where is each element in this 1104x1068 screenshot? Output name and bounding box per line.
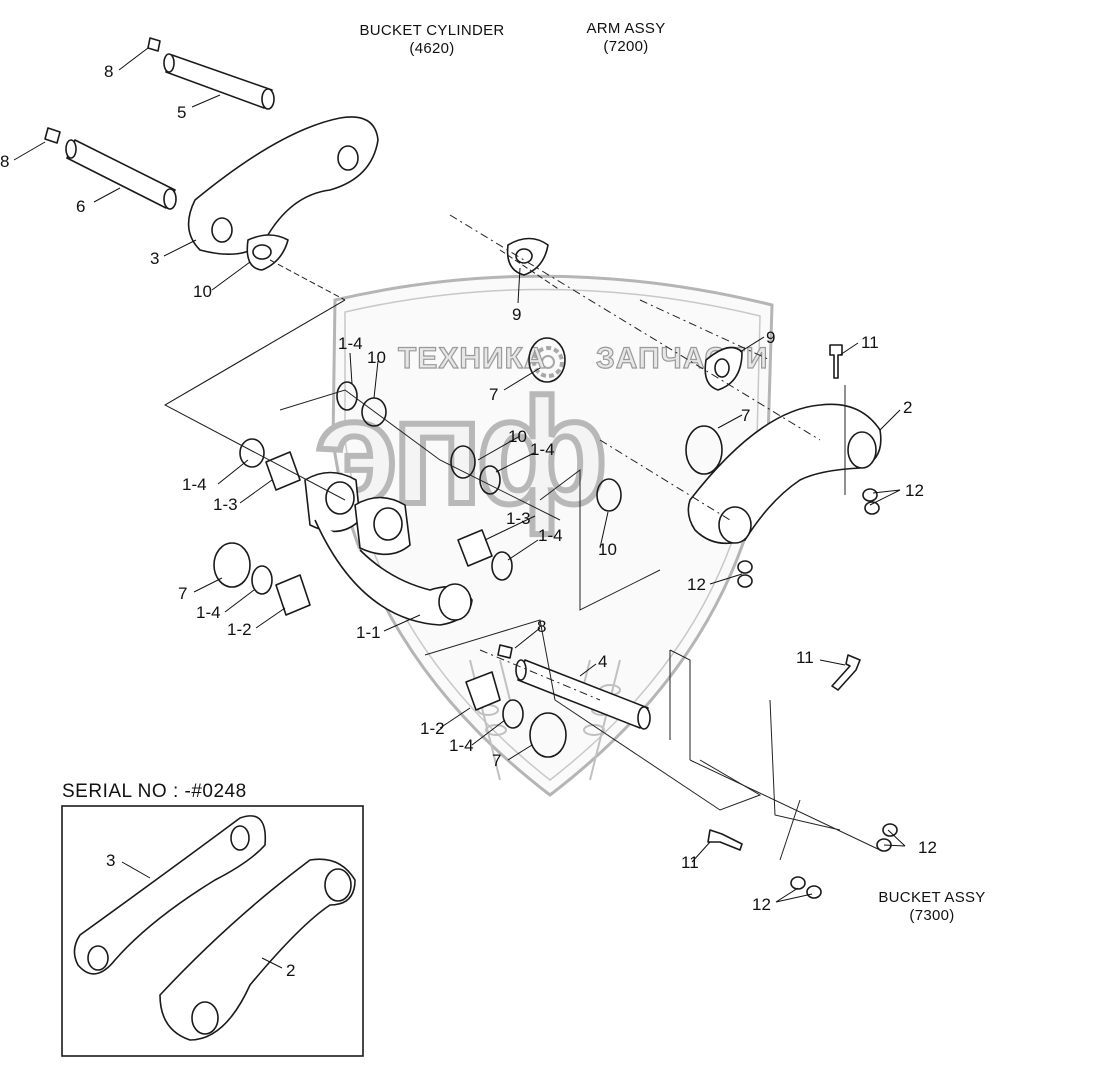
callout-12: 12 [687,575,706,594]
ring-part-1-4-c [479,465,501,495]
callout-1-3: 1-3 [213,495,238,514]
inset-callout-2: 2 [286,961,295,980]
bolt-part-11-c [707,829,743,851]
assembly-guide-lines [163,214,881,861]
callout-1-4: 1-4 [449,736,474,755]
callout-3: 3 [150,249,159,268]
bushing-part-1-3-b [457,529,493,567]
callout-7: 7 [492,751,501,770]
shim-part-9-upper [506,237,549,276]
bucket-assy-code: (7300) [909,907,955,924]
link-part-1-1 [304,471,473,626]
o-ring-part-7-c [213,542,251,588]
ring-part-1-4-a [336,381,358,411]
pin-part-6 [44,127,177,210]
callout-9: 9 [766,328,775,347]
callout-10: 10 [508,427,527,446]
serial-inset-box [61,805,364,1057]
callout-12: 12 [752,895,771,914]
bucket-cylinder-name: BUCKET CYLINDER [359,22,505,39]
bucket-assy-name: BUCKET ASSY [878,889,986,906]
callout-11: 11 [796,648,814,667]
nut-part-12 [737,488,898,899]
bushing-part-1-3-a [265,451,301,491]
callout-7: 7 [178,584,187,603]
callout-10: 10 [367,348,386,367]
ring-part-1-4-f [502,699,524,729]
callout-2: 2 [903,398,912,417]
o-ring-part-7-b [685,425,723,475]
watermark-left-word: ТЕХНИКА [397,341,547,375]
callout-1-4: 1-4 [182,475,207,494]
callout-7: 7 [741,406,750,425]
bolt-part-11-a [829,344,843,379]
callout-9: 9 [512,305,521,324]
arm-assy-code: (7200) [603,38,649,55]
callout-leader-lines [13,47,906,903]
callout-1-4: 1-4 [338,334,363,353]
link-part-2 [687,403,882,545]
bushing-part-1-2-a [275,574,311,616]
callout-1-1: 1-1 [356,623,381,642]
bucket-assy-label: BUCKET ASSY (7300) [862,889,1002,925]
pin-part-4 [497,644,651,730]
inset-link-part-2 [159,858,356,1041]
callout-12: 12 [918,838,937,857]
serial-number-title: SERIAL NO : -#0248 [62,781,247,802]
callout-5: 5 [177,103,186,122]
shim-part-10-a [361,397,387,427]
callout-11: 11 [861,333,879,352]
ring-part-1-4-d [491,551,513,581]
shim-part-9-right [704,346,743,391]
callout-1-2: 1-2 [420,719,445,738]
callout-6: 6 [76,197,85,216]
bushing-part-1-2-b [465,671,501,711]
arm-assy-name: ARM ASSY [586,20,666,37]
callout-12: 12 [905,481,924,500]
ring-part-1-4-b [239,438,265,468]
callout-8: 8 [104,62,113,81]
ring-part-1-4-e [251,565,273,595]
pin-part-5 [147,37,275,110]
o-ring-part-7-d [529,712,567,758]
callout-11: 11 [681,853,699,872]
callout-10: 10 [598,540,617,559]
shim-part-10-top [246,234,289,271]
callout-8: 8 [0,152,9,171]
bucket-cylinder-label: BUCKET CYLINDER (4620) [352,22,512,58]
callout-4: 4 [598,652,607,671]
shim-part-10-b [450,445,476,479]
callout-1-4: 1-4 [530,440,555,459]
watermark-gear-icon [532,346,564,378]
bucket-cylinder-code: (4620) [409,40,455,57]
o-ring-part-7-a [528,337,566,383]
inset-link-part-3 [73,815,267,975]
callout-1-2: 1-2 [227,620,252,639]
shim-part-10-c [596,478,622,512]
link-part-3 [187,116,379,256]
callout-10: 10 [193,282,212,301]
callout-1-4: 1-4 [538,526,563,545]
bolt-part-11-b [831,654,861,691]
inset-callout-3: 3 [106,851,115,870]
callout-8: 8 [537,617,546,636]
callout-1-3: 1-3 [506,509,531,528]
callout-7: 7 [489,385,498,404]
callout-1-4: 1-4 [196,603,221,622]
watermark-shield-outline [331,274,774,797]
arm-assy-label: ARM ASSY (7200) [566,20,686,56]
